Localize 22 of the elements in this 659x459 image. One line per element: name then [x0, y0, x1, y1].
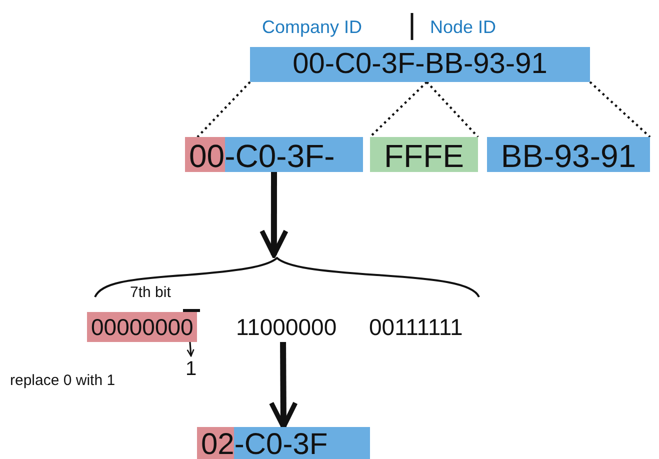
thick-arrow: [260, 172, 288, 258]
address-segment: 00-C0-3F-BB-93-91: [250, 47, 590, 82]
note-text: replace 0 with 1: [10, 372, 116, 389]
binary-octet: 00000000: [87, 312, 198, 342]
dotted-line: [196, 81, 251, 138]
arrow: [186, 342, 194, 357]
address-segment: 00: [185, 137, 225, 172]
dotted-line: [589, 81, 651, 138]
dotted-line: [426, 81, 479, 138]
binary-octet: 00111111: [368, 313, 464, 342]
bit-caption: 7th bit: [130, 284, 171, 301]
address-segment: -C0-3F-: [224, 137, 363, 172]
field-heading: Node ID: [430, 17, 496, 38]
address-segment: FFFE: [370, 137, 478, 172]
thick-arrow: [268, 342, 298, 430]
bit-value: 1: [184, 357, 198, 380]
binary-octet: 11000000: [235, 313, 338, 342]
field-heading: Company ID: [262, 17, 362, 38]
address-segment: 02: [197, 427, 234, 459]
address-segment: -C0-3F: [234, 427, 370, 459]
address-segment: BB-93-91: [487, 137, 650, 172]
dotted-line: [369, 81, 428, 138]
